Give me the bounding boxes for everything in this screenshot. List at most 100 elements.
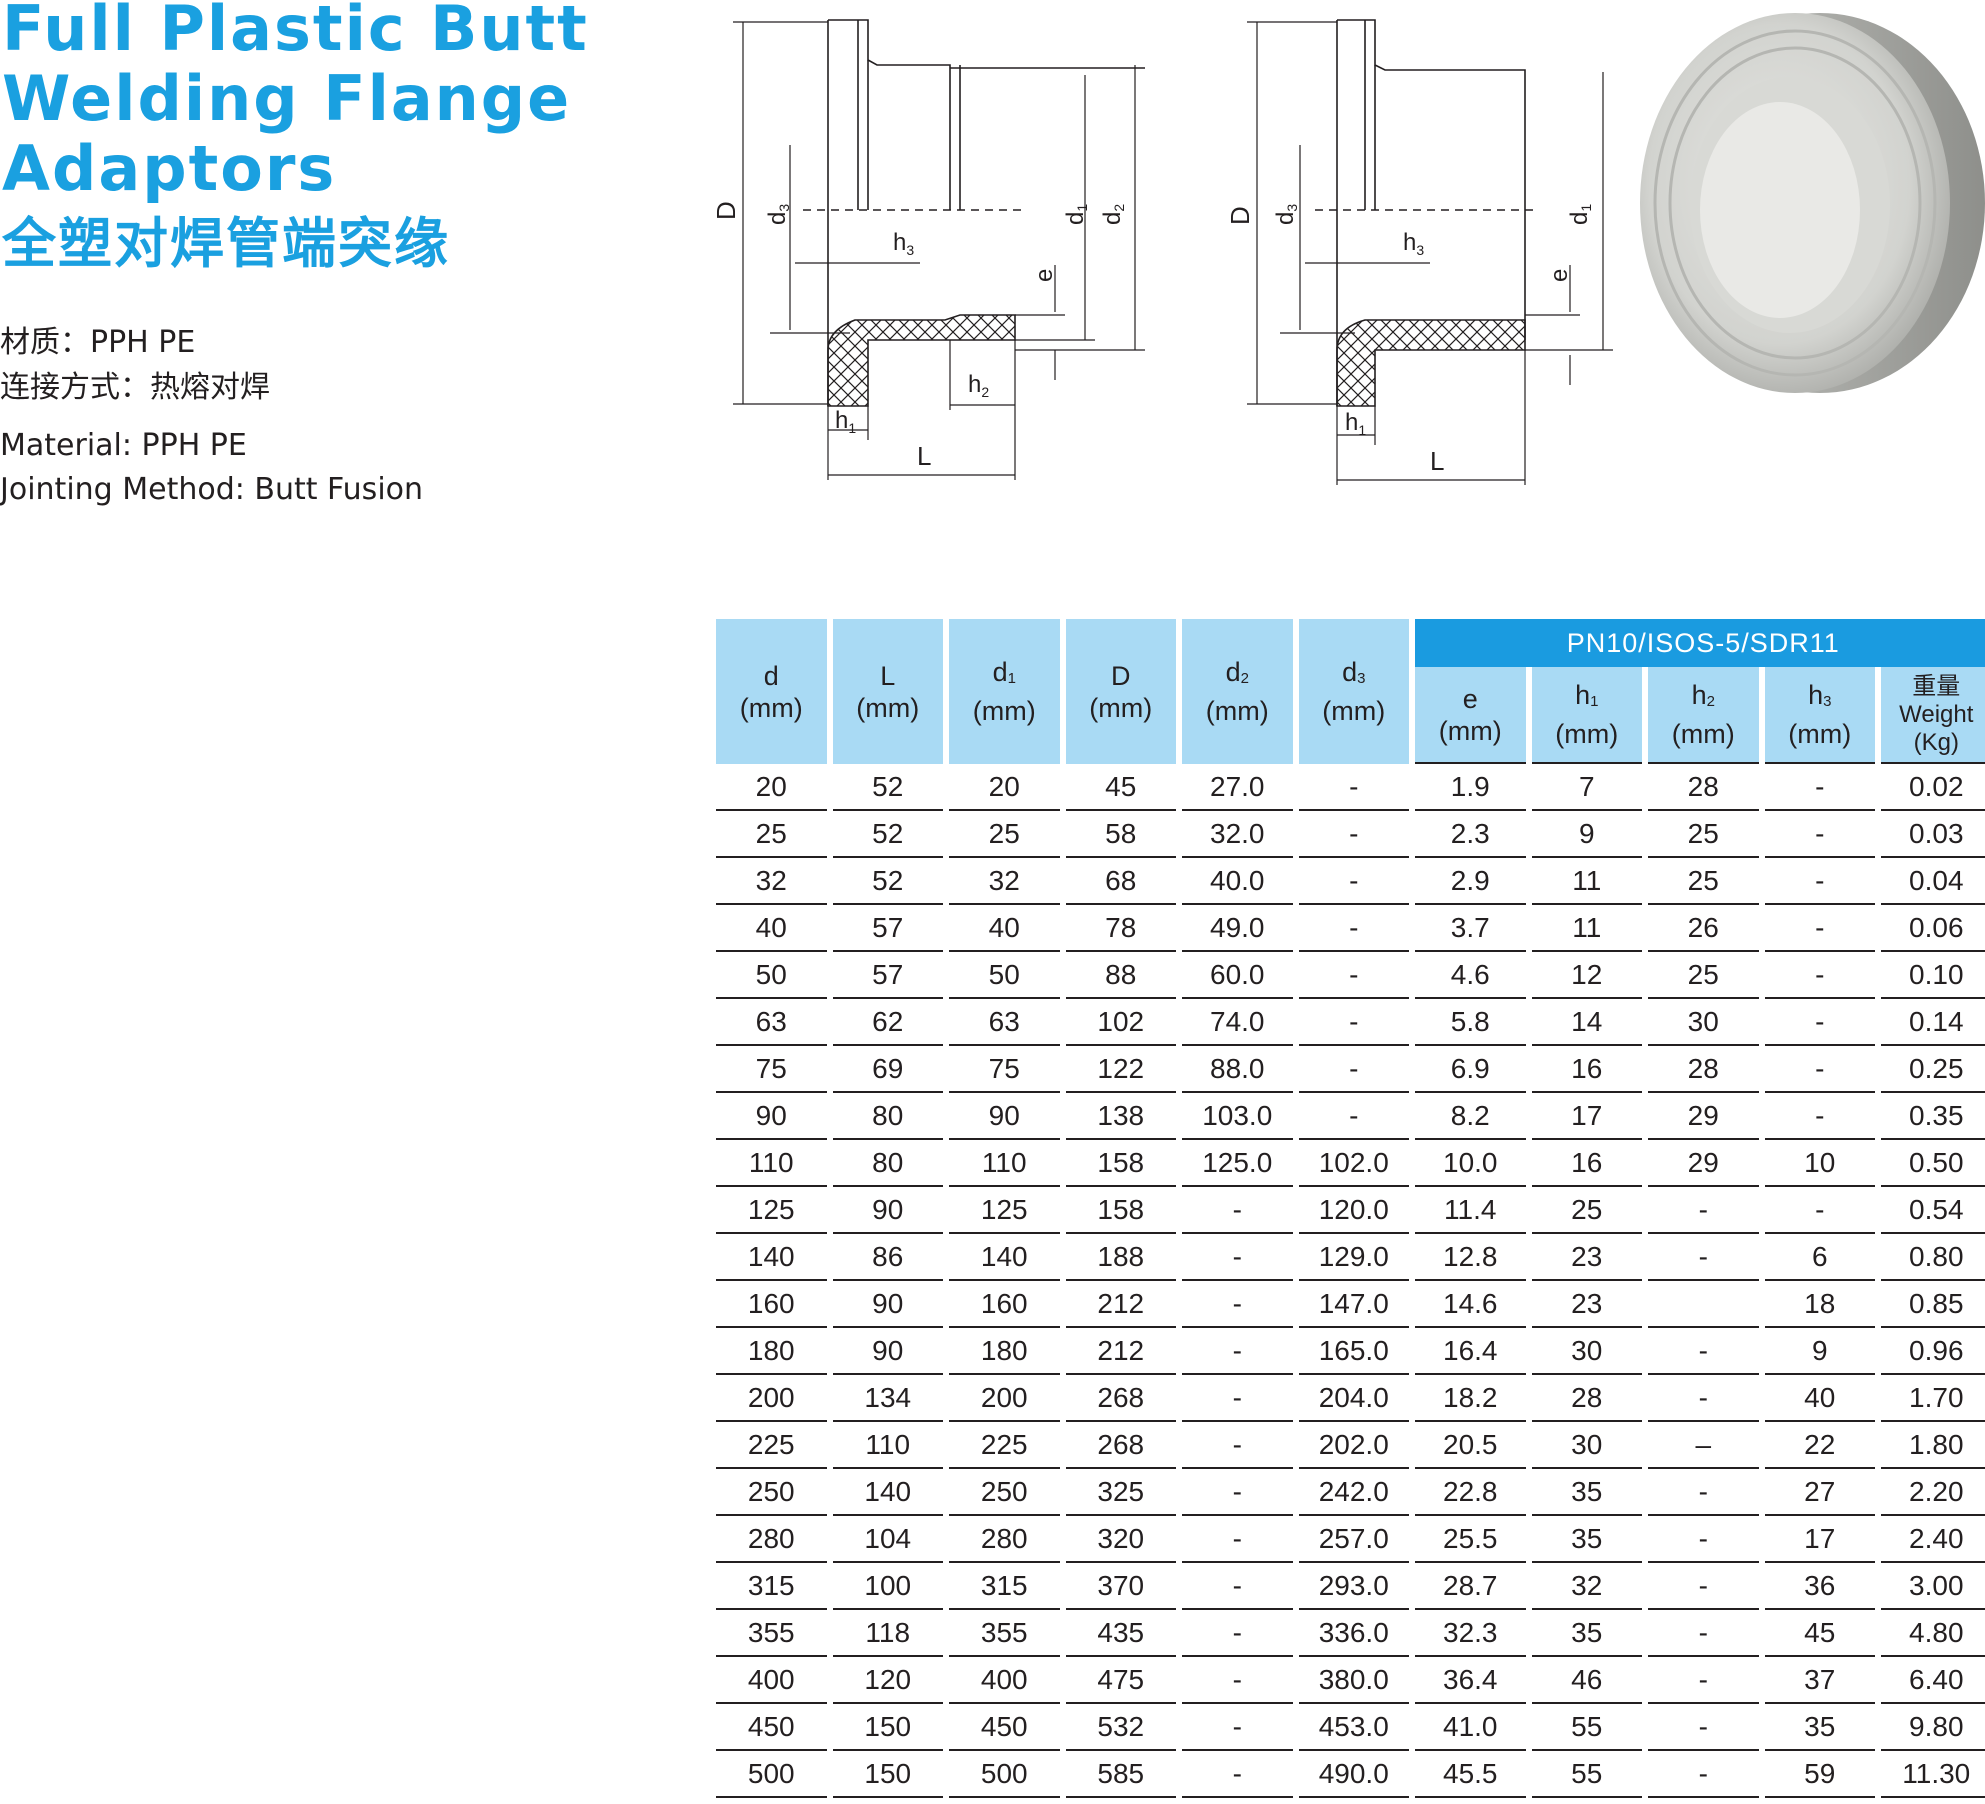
table-cell: 25 <box>1648 952 1759 999</box>
table-cell: 435 <box>1065 1610 1176 1657</box>
table-cell: - <box>1182 1422 1293 1469</box>
table-cell: 250 <box>716 1469 827 1516</box>
table-cell: 315 <box>949 1563 1060 1610</box>
table-cell: 188 <box>1065 1234 1176 1281</box>
table-cell: 225 <box>949 1422 1060 1469</box>
table-cell: - <box>1182 1516 1293 1563</box>
table-cell: - <box>1182 1187 1293 1234</box>
table-cell: 40.0 <box>1182 858 1293 905</box>
col-d1: d1(mm) <box>949 619 1060 764</box>
label-D: D <box>715 201 741 220</box>
svg-text:e: e <box>1031 269 1058 282</box>
table-cell: 63 <box>716 999 827 1046</box>
table-cell: 40 <box>1764 1375 1875 1422</box>
table-cell: 35 <box>1764 1704 1875 1751</box>
table-cell: 90 <box>716 1093 827 1140</box>
table-cell: 59 <box>1764 1751 1875 1798</box>
svg-text:d1: d1 <box>1566 204 1594 225</box>
table-cell: - <box>1182 1375 1293 1422</box>
table-cell: 475 <box>1065 1657 1176 1704</box>
table-cell: 268 <box>1065 1422 1176 1469</box>
table-cell: - <box>1764 1093 1875 1140</box>
table-cell: 50 <box>716 952 827 999</box>
table-cell: - <box>1298 952 1409 999</box>
table-cell: 32 <box>949 858 1060 905</box>
table-cell: 22 <box>1764 1422 1875 1469</box>
table-cell: - <box>1648 1234 1759 1281</box>
table-cell: - <box>1298 905 1409 952</box>
table-cell: - <box>1764 952 1875 999</box>
table-cell: - <box>1182 1751 1293 1798</box>
table-cell: 75 <box>949 1046 1060 1093</box>
table-cell: - <box>1298 764 1409 811</box>
table-cell: 225 <box>716 1422 827 1469</box>
table-cell: 212 <box>1065 1328 1176 1375</box>
col-h1: h1(mm) <box>1531 667 1642 764</box>
table-cell: 25 <box>1648 858 1759 905</box>
table-cell: - <box>1182 1563 1293 1610</box>
jointing-en: Jointing Method: Butt Fusion <box>0 472 424 507</box>
table-cell: 140 <box>832 1469 943 1516</box>
col-d: d(mm) <box>716 619 827 764</box>
table-cell: 46 <box>1531 1657 1642 1704</box>
table-cell: - <box>1182 1469 1293 1516</box>
table-cell: - <box>1648 1328 1759 1375</box>
table-cell: - <box>1764 858 1875 905</box>
table-cell: 380.0 <box>1298 1657 1409 1704</box>
table-cell: 18 <box>1764 1281 1875 1328</box>
table-cell: 0.80 <box>1881 1234 1985 1281</box>
table-cell: 250 <box>949 1469 1060 1516</box>
table-cell: - <box>1648 1610 1759 1657</box>
table-cell: 158 <box>1065 1187 1176 1234</box>
table-cell: 2.20 <box>1881 1469 1985 1516</box>
table-cell: 90 <box>832 1281 943 1328</box>
table-cell: 30 <box>1648 999 1759 1046</box>
table-cell: 28 <box>1531 1375 1642 1422</box>
table-cell: 30 <box>1531 1328 1642 1375</box>
table-cell: 45.5 <box>1415 1751 1526 1798</box>
svg-text:h1: h1 <box>835 407 856 436</box>
table-cell: 0.96 <box>1881 1328 1985 1375</box>
table-cell: - <box>1298 811 1409 858</box>
table-cell: 28.7 <box>1415 1563 1526 1610</box>
table-cell: 20 <box>716 764 827 811</box>
table-cell: 165.0 <box>1298 1328 1409 1375</box>
table-cell: 355 <box>716 1610 827 1657</box>
col-h2: h2(mm) <box>1648 667 1759 764</box>
table-cell: 58 <box>1065 811 1176 858</box>
svg-text:D: D <box>1225 206 1255 225</box>
table-cell: 125 <box>716 1187 827 1234</box>
table-cell: 30 <box>1531 1422 1642 1469</box>
table-cell: 1.80 <box>1881 1422 1985 1469</box>
table-cell: 80 <box>832 1093 943 1140</box>
table-cell: 27 <box>1764 1469 1875 1516</box>
table-cell: 6.9 <box>1415 1046 1526 1093</box>
table-cell: 200 <box>949 1375 1060 1422</box>
hatched-section <box>827 314 1016 407</box>
spec-table: d(mm) L(mm) d1(mm) D(mm) d2(mm) d3(mm) P… <box>710 619 1985 1798</box>
table-cell: 134 <box>832 1375 943 1422</box>
table-cell: 25 <box>1531 1187 1642 1234</box>
table-cell: 75 <box>716 1046 827 1093</box>
table-cell: 160 <box>949 1281 1060 1328</box>
table-cell: 102 <box>1065 999 1176 1046</box>
table-cell: 200 <box>716 1375 827 1422</box>
table-cell: - <box>1648 1469 1759 1516</box>
table-cell: 12 <box>1531 952 1642 999</box>
col-D: D(mm) <box>1065 619 1176 764</box>
table-cell: 0.54 <box>1881 1187 1985 1234</box>
table-cell: 11 <box>1531 858 1642 905</box>
table-cell: 90 <box>949 1093 1060 1140</box>
table-cell: 35 <box>1531 1469 1642 1516</box>
svg-text:d2: d2 <box>1099 204 1127 225</box>
table-cell: 86 <box>832 1234 943 1281</box>
table-cell: 325 <box>1065 1469 1176 1516</box>
